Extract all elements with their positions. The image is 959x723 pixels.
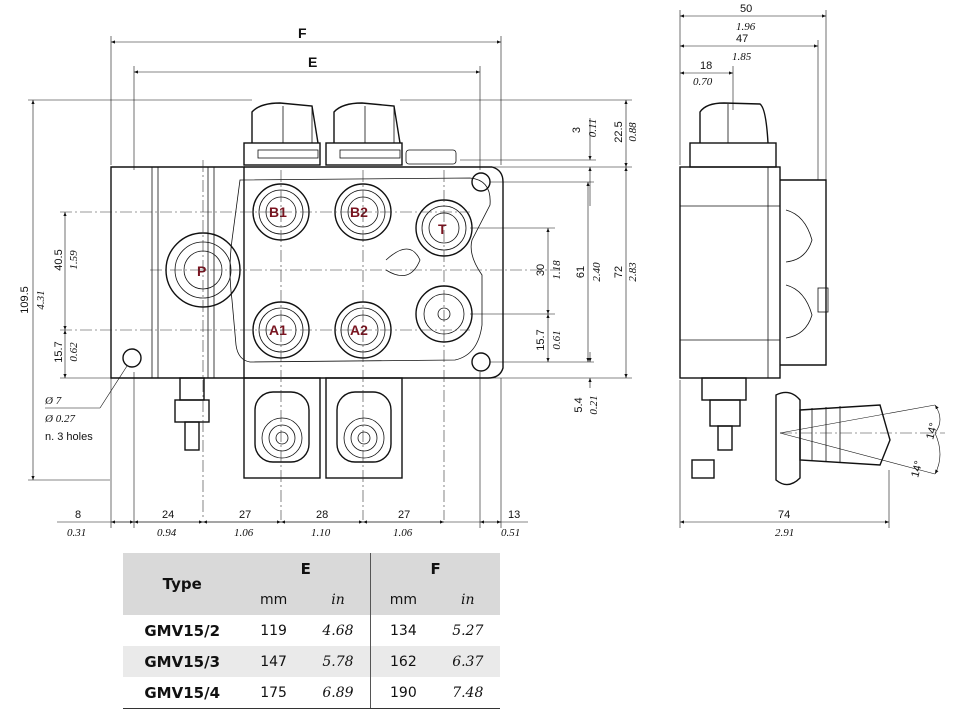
- side-cap: [699, 102, 769, 144]
- dim-72-in: 2.83: [627, 262, 639, 282]
- dim-30-mm: 30: [535, 264, 547, 276]
- inlet-section: [110, 166, 245, 379]
- port-t: T: [415, 199, 473, 257]
- dim-157r-in: 0.61: [551, 330, 563, 349]
- side-screw-base: [701, 377, 747, 401]
- spool-end-1: [243, 377, 321, 479]
- dim-18-mm: 18: [700, 60, 712, 72]
- mounting-hole-1: [471, 172, 491, 192]
- side-cap-base: [689, 142, 777, 168]
- dim-27b-mm: 27: [398, 509, 410, 521]
- dim-50-mm: 50: [740, 3, 752, 15]
- front-view: F E: [19, 25, 639, 539]
- dim-f-label: F: [298, 25, 307, 41]
- th-e-mm: mm: [241, 584, 306, 615]
- dim-28-in: 1.10: [311, 527, 331, 539]
- dim-47-mm: 47: [736, 33, 748, 45]
- side-body: [679, 166, 781, 379]
- dim-3-in: 0.11: [587, 119, 599, 137]
- th-e-in: in: [305, 584, 371, 615]
- dim-61-mm: 61: [575, 266, 587, 278]
- dim-54-in: 0.21: [588, 395, 600, 414]
- dim-e-label: E: [308, 54, 317, 70]
- dim-27a-in: 1.06: [234, 527, 254, 539]
- dim-47-in: 1.85: [732, 51, 752, 63]
- dim-8-in: 0.31: [67, 527, 86, 539]
- dim-157-in: 0.62: [68, 342, 80, 362]
- spool-cap-2: [325, 102, 403, 166]
- svg-text:T: T: [438, 221, 447, 237]
- dim-3-mm: 3: [571, 127, 583, 133]
- dim-30-in: 1.18: [551, 260, 563, 280]
- svg-text:A1: A1: [269, 322, 287, 338]
- dim-405-in: 1.59: [68, 250, 80, 270]
- dim-54-mm: 5.4: [573, 397, 585, 412]
- table-row: GMV15/2 119 4.68 134 5.27: [123, 615, 500, 646]
- spool-cap-1: [243, 102, 321, 166]
- mounting-hole-3: [122, 348, 142, 368]
- dim-225-in: 0.88: [627, 122, 639, 142]
- dim-61-in: 2.40: [591, 262, 603, 282]
- dim-height-in: 4.31: [35, 290, 47, 309]
- dim-24-in: 0.94: [157, 527, 177, 539]
- table-row: GMV15/3 147 5.78 162 6.37: [123, 646, 500, 677]
- dim-27b-in: 1.06: [393, 527, 413, 539]
- dim-13-mm: 13: [508, 509, 520, 521]
- th-f-mm: mm: [370, 584, 436, 615]
- side-flange: [780, 179, 827, 366]
- dim-24-mm: 24: [162, 509, 174, 521]
- hole-diameter-in: Ø 0.27: [44, 413, 75, 425]
- dim-27a-mm: 27: [239, 509, 251, 521]
- dim-18-in: 0.70: [693, 76, 713, 88]
- side-view: 50 1.96 47 1.85 18 0.70: [679, 3, 945, 539]
- dim-157r-mm: 15.7: [535, 329, 547, 350]
- dim-74-in: 2.91: [775, 527, 794, 539]
- svg-text:B1: B1: [269, 204, 287, 220]
- dim-405-mm: 40.5: [53, 249, 65, 270]
- svg-text:B2: B2: [350, 204, 368, 220]
- side-boot: [775, 391, 801, 486]
- hole-count: n. 3 holes: [45, 431, 93, 443]
- valve-body: [244, 166, 504, 379]
- th-type: Type: [123, 553, 242, 615]
- dim-13-in: 0.51: [501, 527, 520, 539]
- angle-down: 14°: [909, 460, 925, 479]
- angle-up: 14°: [924, 422, 940, 441]
- adjust-screw: [174, 377, 210, 451]
- dim-8-mm: 8: [75, 509, 81, 521]
- dim-74-mm: 74: [778, 509, 790, 521]
- th-f: F: [370, 553, 500, 584]
- th-e: E: [241, 553, 371, 584]
- th-f-in: in: [435, 584, 500, 615]
- dim-28-mm: 28: [316, 509, 328, 521]
- svg-text:A2: A2: [350, 322, 368, 338]
- table-row: GMV15/4 175 6.89 190 7.48: [123, 677, 500, 709]
- dim-height-mm: 109.5: [19, 286, 31, 314]
- side-lever: [799, 404, 891, 466]
- hole-diameter-mm: Ø 7: [44, 395, 62, 407]
- dim-157-mm: 15.7: [53, 341, 65, 362]
- svg-text:P: P: [197, 263, 206, 279]
- dimensions-table: Type E F mm in mm in GMV15/2 119 4.68 13…: [123, 553, 500, 709]
- dim-72-mm: 72: [613, 266, 625, 278]
- dim-50-in: 1.96: [736, 21, 756, 33]
- relief-valve-cap: [405, 149, 457, 165]
- dim-225-mm: 22.5: [613, 121, 625, 142]
- mounting-hole-2: [471, 352, 491, 372]
- spool-end-2: [325, 377, 403, 479]
